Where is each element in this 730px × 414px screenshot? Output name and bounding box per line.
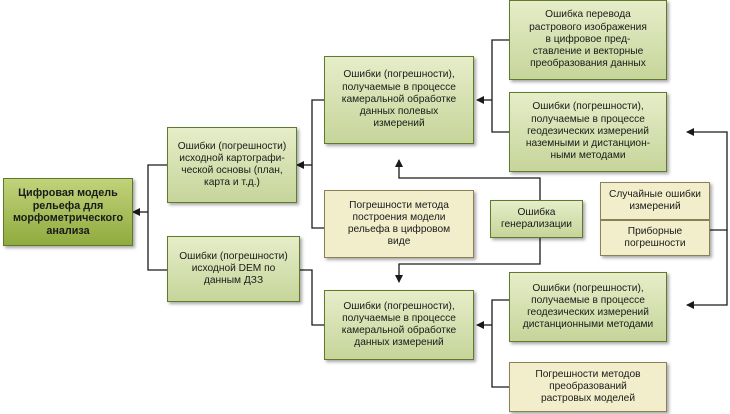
geodetic-remote-errors-box: Ошибки (погрешности), получаемые в проце… bbox=[509, 92, 667, 172]
dem-dzz-errors-box: Ошибки (погрешности) исходной DEM по дан… bbox=[167, 236, 300, 302]
base-map-errors-box: Ошибки (погрешности) исходной картографи… bbox=[167, 127, 297, 203]
instrument-errors-box: Приборные погрешности bbox=[600, 220, 710, 256]
office-field-errors-box: Ошибки (погрешности), получаемые в проце… bbox=[324, 56, 474, 144]
raster-methods-errors-box: Погрешности методов преобразований растр… bbox=[509, 362, 667, 412]
geodetic-distance-errors-box: Ошибки (погрешности), получаемые в проце… bbox=[509, 272, 667, 342]
method-errors-box: Погрешности метода построения модели рел… bbox=[324, 190, 474, 258]
office-measure-errors-box: Ошибки (погрешности), получаемые в проце… bbox=[324, 290, 474, 360]
random-errors-box: Случайные ошибки измерений bbox=[600, 182, 710, 220]
generalization-error-box: Ошибка генерализации bbox=[490, 200, 583, 238]
main-dem-box: Цифровая модель рельефа для морфометриче… bbox=[3, 178, 133, 246]
raster-conversion-error-box: Ошибка перевода растрового изображения в… bbox=[509, 0, 667, 80]
